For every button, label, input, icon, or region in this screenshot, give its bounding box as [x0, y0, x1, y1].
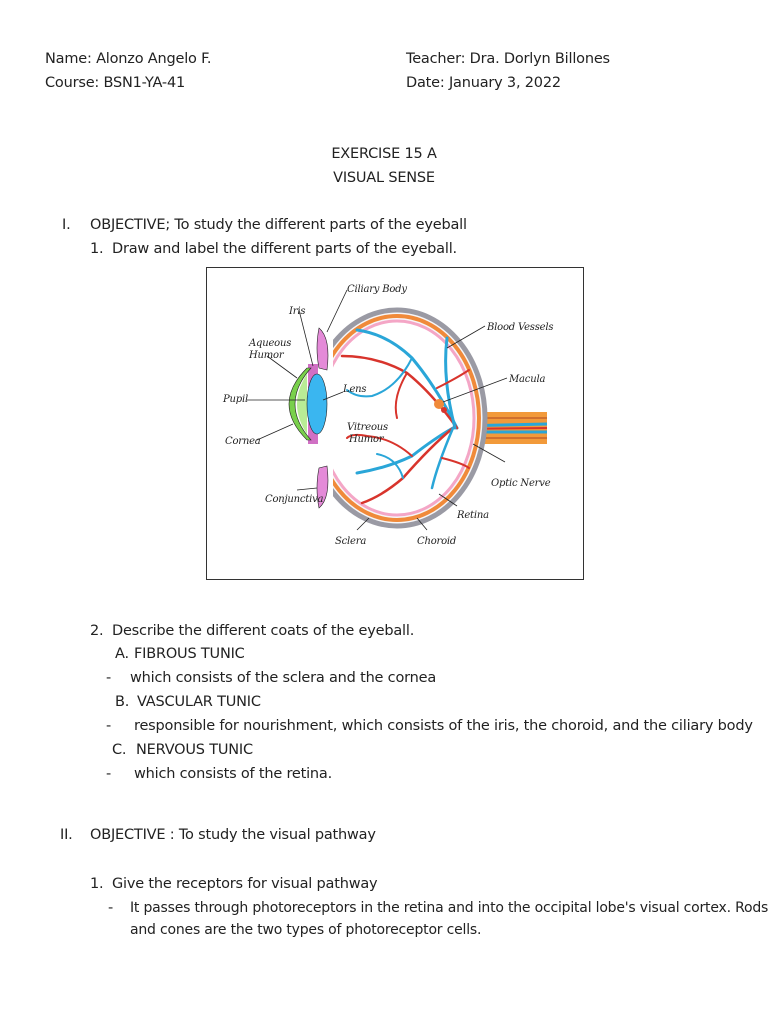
lens-shape: [306, 373, 328, 435]
ciliary-body-lower: [316, 465, 329, 509]
coat-a-desc: which consists of the sclera and the cor…: [130, 670, 437, 686]
course: Course: BSN1-YA-41: [45, 75, 186, 91]
section2-objective: OBJECTIVE : To study the visual pathway: [90, 827, 376, 843]
label-sclera: Sclera: [335, 536, 366, 547]
label-conjunctiva: Conjunctiva: [265, 494, 324, 505]
section2-numeral: II.: [60, 827, 73, 843]
label-pupil: Pupil: [222, 394, 248, 405]
section1-item2-num: 2.: [90, 623, 104, 639]
coat-b-letter: B.: [115, 694, 130, 710]
label-vitreous-2: Humor: [348, 434, 385, 445]
section1-item1: Draw and label the different parts of th…: [112, 241, 457, 257]
label-aqueous-2: Humor: [248, 350, 285, 361]
section1-numeral: I.: [62, 217, 71, 233]
label-ciliary-body: Ciliary Body: [347, 284, 407, 295]
section1-objective: OBJECTIVE; To study the different parts …: [90, 217, 467, 233]
student-name: Name: Alonzo Angelo F.: [45, 51, 212, 67]
label-iris: Iris: [288, 306, 305, 317]
label-vitreous-1: Vitreous: [347, 422, 388, 433]
coat-b-dash: -: [106, 718, 112, 734]
label-macula: Macula: [508, 374, 545, 385]
coat-c-dash: -: [106, 766, 112, 782]
label-aqueous-1: Aqueous: [248, 338, 291, 349]
coat-c-desc: which consists of the retina.: [134, 766, 333, 782]
label-lens: Lens: [342, 384, 366, 395]
label-optic-nerve: Optic Nerve: [491, 478, 551, 489]
blood-vessels: [340, 328, 470, 505]
label-cornea: Cornea: [225, 436, 261, 447]
cornea-shape: [288, 367, 312, 441]
section2-dash: -: [108, 900, 114, 916]
eyeball-drawing: Ciliary Body Iris Aqueous Humor Pupil Co…: [222, 284, 554, 547]
exercise-subtitle: VISUAL SENSE: [333, 170, 435, 186]
exercise-title: EXERCISE 15 A: [331, 146, 437, 162]
ciliary-body-upper: [316, 327, 329, 371]
label-retina: Retina: [456, 510, 489, 521]
coat-c-name: NERVOUS TUNIC: [136, 742, 253, 758]
macula-shape: [434, 399, 444, 409]
eyeball-diagram: Ciliary Body Iris Aqueous Humor Pupil Co…: [206, 267, 584, 580]
coat-b-desc: responsible for nourishment, which consi…: [134, 718, 753, 734]
teacher: Teacher: Dra. Dorlyn Billones: [406, 51, 610, 67]
coat-a-dash: -: [106, 670, 112, 686]
section2-answer-line2: and cones are the two types of photorece…: [130, 922, 482, 938]
coat-a-letter: A.: [115, 646, 129, 662]
coat-a-name: FIBROUS TUNIC: [134, 646, 245, 662]
coat-b-name: VASCULAR TUNIC: [137, 694, 261, 710]
label-choroid: Choroid: [417, 536, 456, 547]
coat-c-letter: C.: [112, 742, 127, 758]
section2-item1: Give the receptors for visual pathway: [112, 876, 378, 892]
section1-item2: Describe the different coats of the eyeb…: [112, 623, 415, 639]
section2-answer-line1: It passes through photoreceptors in the …: [130, 900, 768, 916]
date: Date: January 3, 2022: [406, 75, 561, 91]
label-blood-vessels: Blood Vessels: [486, 322, 553, 333]
section1-item1-num: 1.: [90, 241, 104, 257]
section2-item1-num: 1.: [90, 876, 104, 892]
